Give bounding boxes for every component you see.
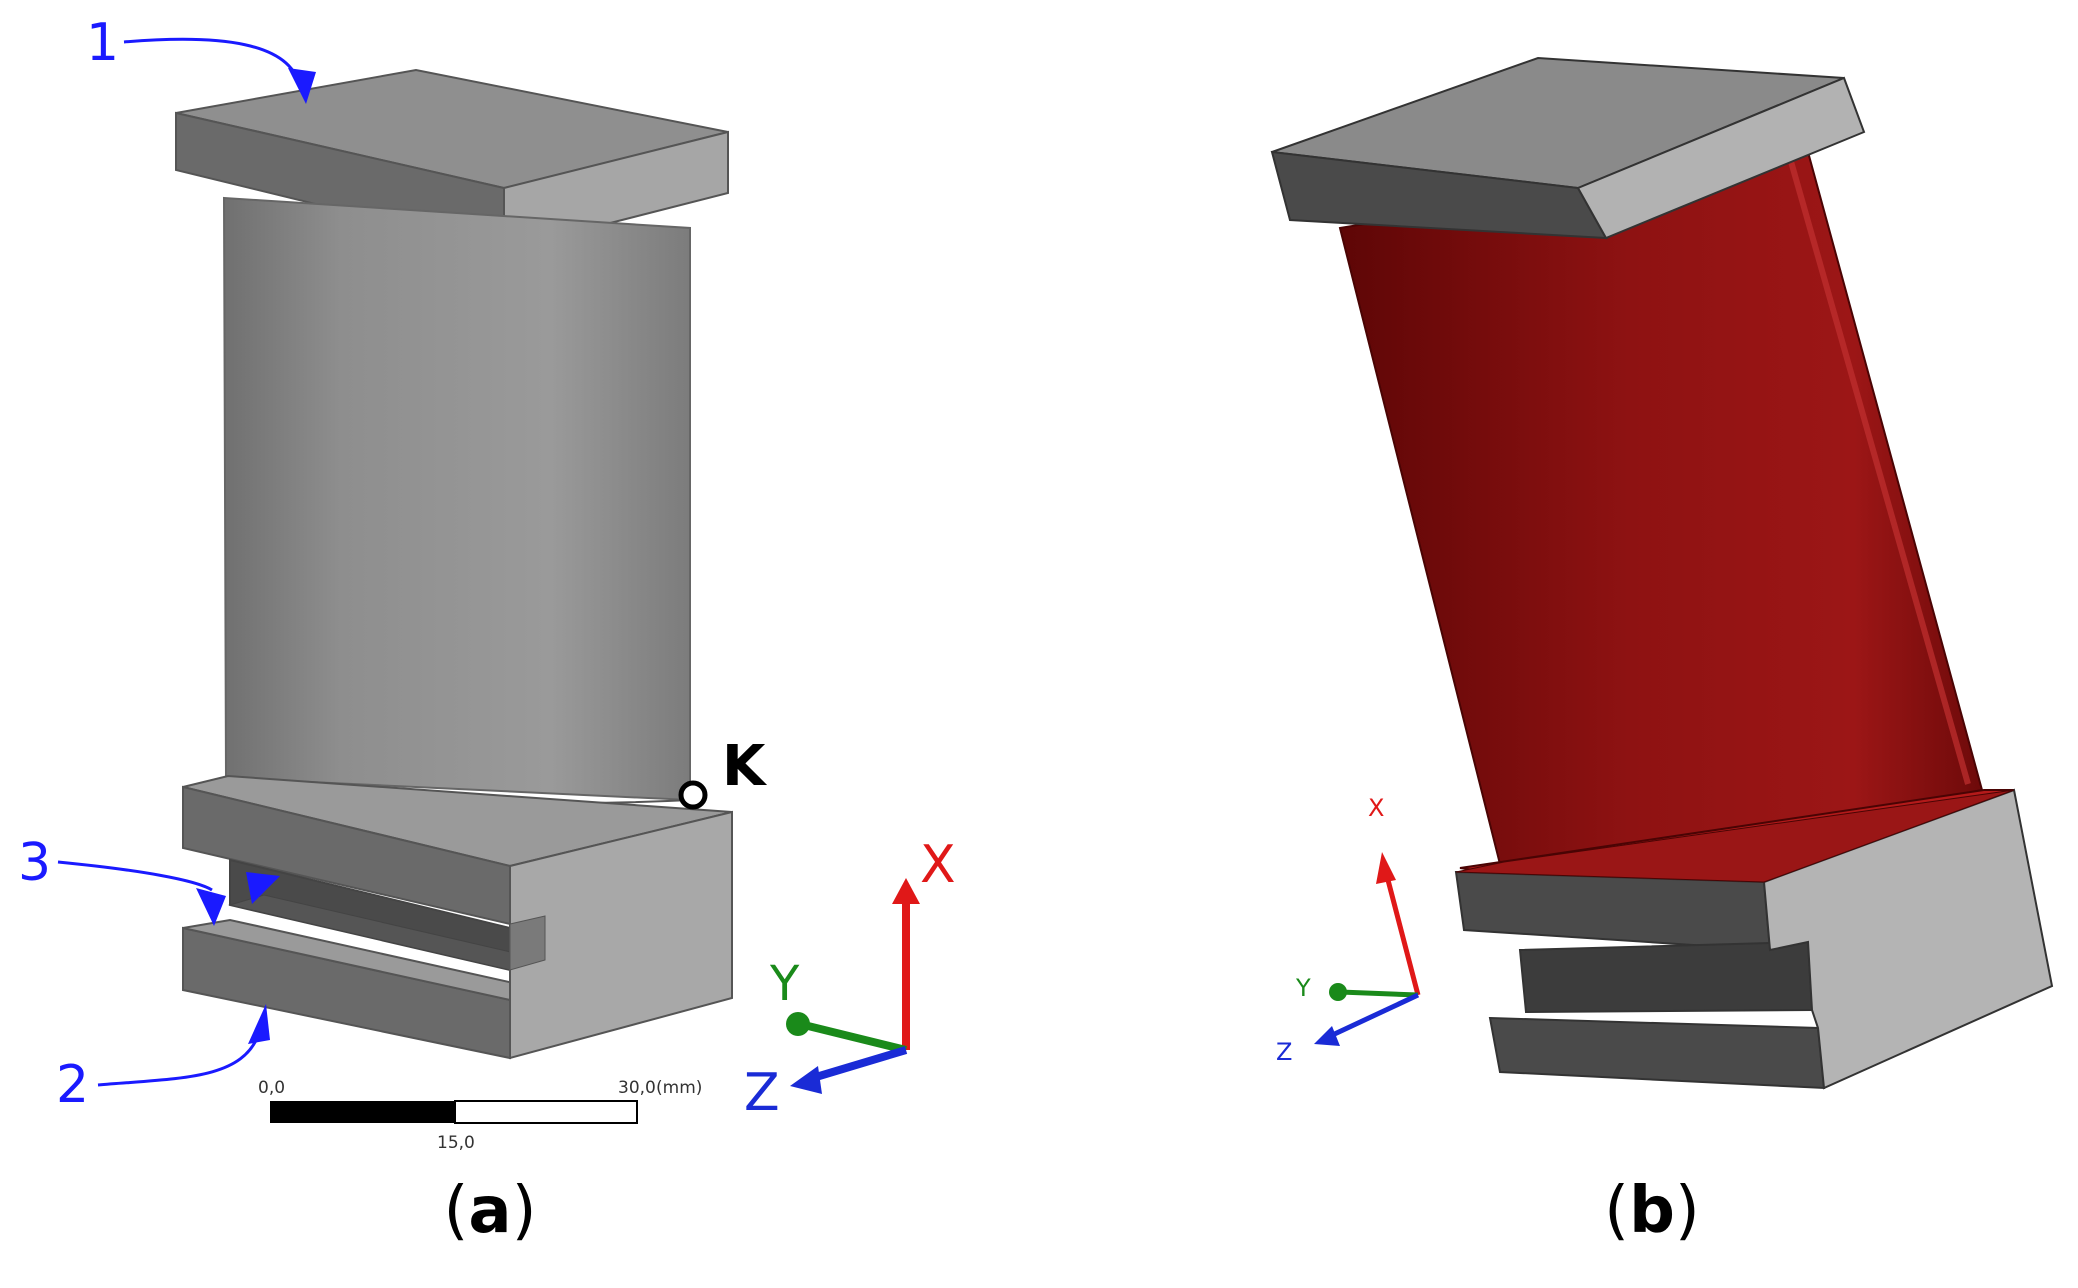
axis-x-label-a: X (920, 835, 956, 895)
panel-a: K 1 3 2 0,0 15,0 30,0 (mm) X Y (18, 13, 956, 1248)
axis-triad-b: X Y Z (1276, 794, 1421, 1066)
scale-mid: 15,0 (437, 1133, 475, 1153)
axis-z-label-b: Z (1276, 1038, 1292, 1066)
axis-triad-a: X Y Z (744, 835, 956, 1123)
callout-2-arrowhead (248, 1004, 270, 1044)
scale-bar: 0,0 15,0 30,0 (mm) (258, 1078, 702, 1153)
callout-2-label: 2 (56, 1055, 89, 1115)
callout-1-label: 1 (86, 13, 119, 73)
point-k-label: K (722, 734, 768, 799)
callout-1-leader (123, 37, 302, 89)
callout-3-arrowhead-a (196, 888, 226, 926)
callout-3-arrowhead-b (246, 872, 280, 904)
axis-y-label-a: Y (769, 956, 800, 1012)
scale-unit: (mm) (656, 1078, 702, 1098)
deformed-cylinder (1338, 150, 2015, 882)
callout-3-label: 3 (18, 833, 51, 893)
axis-x-label-b: X (1368, 794, 1384, 822)
caption-b: (b) (1604, 1174, 1700, 1248)
axis-y-label-b: Y (1295, 974, 1311, 1002)
bottom-grip-block (182, 774, 733, 1060)
scale-start: 0,0 (258, 1078, 285, 1098)
scale-end: 30,0 (618, 1078, 656, 1098)
point-k-marker (678, 780, 708, 810)
bottom-grip-block-b (1454, 788, 2054, 1090)
caption-a: (a) (443, 1174, 536, 1248)
axis-z-label-a: Z (744, 1063, 780, 1123)
callout-1-arrowhead (288, 68, 316, 104)
top-grip-block-b (1270, 56, 1866, 240)
cylindrical-specimen (222, 196, 691, 805)
panel-b: X Y Z (b) (1270, 56, 2054, 1248)
callout-2-leader (97, 1035, 260, 1087)
callout-3-leader (57, 860, 213, 892)
